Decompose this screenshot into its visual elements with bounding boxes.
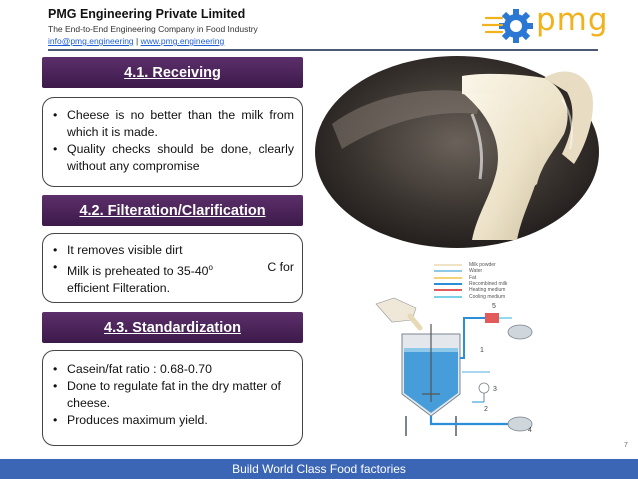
recombination-diagram: 5 1 3 2 4 xyxy=(375,297,533,436)
legend-swatch xyxy=(434,289,462,292)
section-header-filteration: 4.2. Filteration/Clarification xyxy=(42,195,303,226)
legend-label: Water xyxy=(469,268,483,275)
section-title: 4.1. Receiving xyxy=(124,64,221,81)
legend-item: Heating medium xyxy=(434,287,507,293)
process-legend: Milk powder Water Fat Recombined milk He… xyxy=(434,262,507,300)
legend-item: Cooling medium xyxy=(434,293,507,300)
legend-label: Cooling medium xyxy=(469,293,506,300)
section-header-receiving: 4.1. Receiving xyxy=(42,57,303,88)
preheat-tail: efficient Filteration. xyxy=(67,281,170,296)
list-item: It removes visible dirt xyxy=(53,242,294,259)
diagram-label: 4 xyxy=(528,427,532,434)
footer-bar: Build World Class Food factories xyxy=(0,459,638,479)
legend-label: Milk powder xyxy=(469,262,496,269)
email-link[interactable]: info@pmg.engineering xyxy=(48,36,134,46)
footer-text: Build World Class Food factories xyxy=(232,462,406,476)
standardization-box: Casein/fat ratio : 0.68-0.70 Done to reg… xyxy=(42,350,303,446)
diagram-label: 5 xyxy=(492,303,496,310)
milk-pouring-photo xyxy=(315,56,599,248)
diagram-label: 1 xyxy=(480,347,484,354)
legend-swatch xyxy=(434,295,462,298)
list-item: Done to regulate fat in the dry matter o… xyxy=(53,378,294,412)
legend-item: Water xyxy=(434,268,507,274)
list-item: Quality checks should be done, clearly w… xyxy=(53,141,294,175)
legend-swatch xyxy=(434,283,462,286)
filteration-box: It removes visible dirt Milk is preheate… xyxy=(42,233,303,303)
section-header-standardization: 4.3. Standardization xyxy=(42,312,303,343)
header-divider xyxy=(48,49,598,51)
diagram-label: 2 xyxy=(484,406,488,413)
list-item: Cheese is no better than the milk from w… xyxy=(53,107,294,141)
contact-links: info@pmg.engineering | www.pmg.engineeri… xyxy=(48,36,224,46)
degree-superscript: o xyxy=(208,263,213,272)
brand-logo-text: pmg xyxy=(536,2,609,38)
section-title: 4.3. Standardization xyxy=(104,319,241,336)
list-item: Milk is preheated to 35-40o C for efficien… xyxy=(53,259,294,297)
website-link[interactable]: www.pmg.engineering xyxy=(140,36,225,46)
preheat-unit: C for xyxy=(267,260,294,274)
legend-label: Fat xyxy=(469,274,477,281)
legend-item: Fat xyxy=(434,275,507,281)
section-title: 4.2. Filteration/Clarification xyxy=(79,202,266,219)
preheat-text: Milk is preheated to 35-40 xyxy=(67,264,209,279)
company-tagline: The End-to-End Engineering Company in Fo… xyxy=(48,24,258,34)
list-item: Casein/fat ratio : 0.68-0.70 xyxy=(53,361,294,378)
legend-swatch xyxy=(434,270,462,273)
legend-label: Recombined milk xyxy=(469,281,508,288)
legend-swatch xyxy=(434,264,462,267)
legend-item: Recombined milk xyxy=(434,281,507,287)
link-separator: | xyxy=(136,36,139,46)
page-number: 7 xyxy=(624,442,628,449)
legend-item: Milk powder xyxy=(434,262,507,268)
legend-label: Heating medium xyxy=(469,287,506,294)
legend-swatch xyxy=(434,276,462,279)
company-name: PMG Engineering Private Limited xyxy=(48,7,246,21)
receiving-box: Cheese is no better than the milk from w… xyxy=(42,97,303,187)
list-item: Produces maximum yield. xyxy=(53,412,294,429)
diagram-label: 3 xyxy=(493,386,497,393)
gear-icon xyxy=(482,9,533,43)
